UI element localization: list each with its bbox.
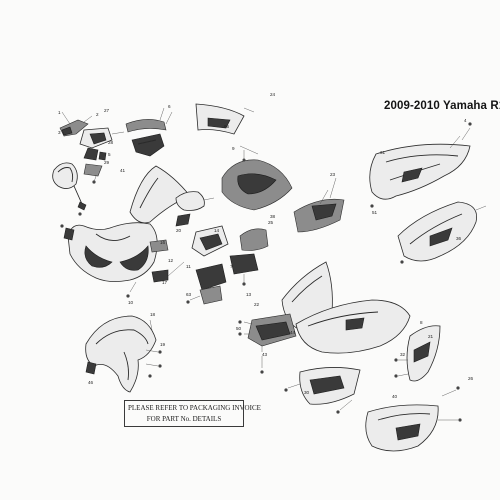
callout-28: 28 [108, 140, 114, 145]
notice-line-2: FOR PART No. DETAILS [146, 415, 222, 423]
callout-1: 1 [58, 110, 61, 115]
front-fender-part [85, 315, 162, 393]
callout-46: 46 [88, 380, 94, 385]
bolt-hardware-part [83, 147, 107, 184]
callout-32: 32 [400, 352, 406, 357]
callout-4: 4 [464, 118, 467, 123]
callout-2: 2 [96, 112, 99, 117]
callout-17: 17 [162, 280, 168, 285]
callout-11: 11 [186, 264, 191, 269]
callout-3: 3 [58, 130, 61, 135]
notice-line-1: PLEASE REFER TO PACKAGING INVOICE [128, 404, 261, 412]
callout-41: 41 [120, 168, 126, 173]
tail-cowl-part [369, 122, 472, 208]
front-cowl-part [60, 222, 158, 282]
tank-side-panel-part [293, 177, 345, 233]
callout-22: 22 [254, 302, 260, 307]
bottom-right-panel-part [365, 386, 462, 452]
callout-6: 6 [168, 104, 171, 109]
rear-view-mirror-part [52, 162, 87, 216]
callout-23: 23 [330, 172, 336, 177]
callout-43: 43 [262, 352, 268, 357]
callout-9: 9 [232, 146, 235, 151]
callout-40: 40 [392, 394, 398, 399]
callout-29: 29 [104, 160, 110, 165]
callout-14: 14 [214, 228, 220, 233]
lower-fairing-part [238, 313, 297, 374]
air-duct-part [191, 225, 269, 286]
callout-20: 20 [176, 228, 182, 233]
callout-18: 18 [150, 312, 156, 317]
callout-27: 27 [104, 108, 110, 113]
callout-5: 5 [108, 152, 111, 157]
part-callout-labels: 1 2 3 4 5 6 7 8 9 10 11 12 13 14 16 17 1… [58, 92, 474, 399]
side-fairing-part [295, 299, 411, 354]
belly-pan-part [284, 367, 361, 414]
callout-19: 19 [160, 342, 166, 347]
callout-8: 8 [420, 320, 423, 325]
callout-13: 13 [246, 292, 252, 297]
diagram-title: 2009-2010 Yamaha R1 [384, 100, 500, 112]
callout-25: 25 [268, 220, 274, 225]
callout-44: 44 [290, 330, 296, 335]
fuel-tank-cover-part [221, 145, 293, 211]
right-side-panel-part [394, 325, 441, 382]
callout-24: 24 [270, 92, 276, 97]
callout-12: 12 [168, 258, 174, 263]
mirror-bracket-part [59, 111, 93, 137]
inner-panel-part [195, 103, 255, 135]
callout-36: 36 [456, 236, 462, 241]
undertail-part [397, 201, 487, 264]
upper-bracket-part [125, 107, 173, 157]
side-mirror-mount-part [175, 191, 215, 227]
callout-63: 63 [186, 292, 192, 297]
callout-50: 50 [236, 326, 242, 331]
callout-10: 10 [128, 300, 134, 305]
packaging-notice-box: PLEASE REFER TO PACKAGING INVOICE FOR PA… [124, 400, 261, 427]
stay-bracket-part [79, 127, 125, 149]
small-bracket-part [126, 239, 185, 298]
callout-30: 30 [304, 390, 310, 395]
callout-38: 38 [270, 214, 276, 219]
lower-duct-part [186, 263, 227, 305]
callout-31: 31 [380, 150, 386, 155]
callout-66: 66 [224, 124, 230, 129]
callout-7: 7 [230, 264, 233, 269]
callout-16: 16 [160, 240, 166, 245]
callout-26: 26 [468, 376, 474, 381]
callout-51: 51 [372, 210, 378, 215]
callout-21: 21 [428, 334, 434, 339]
